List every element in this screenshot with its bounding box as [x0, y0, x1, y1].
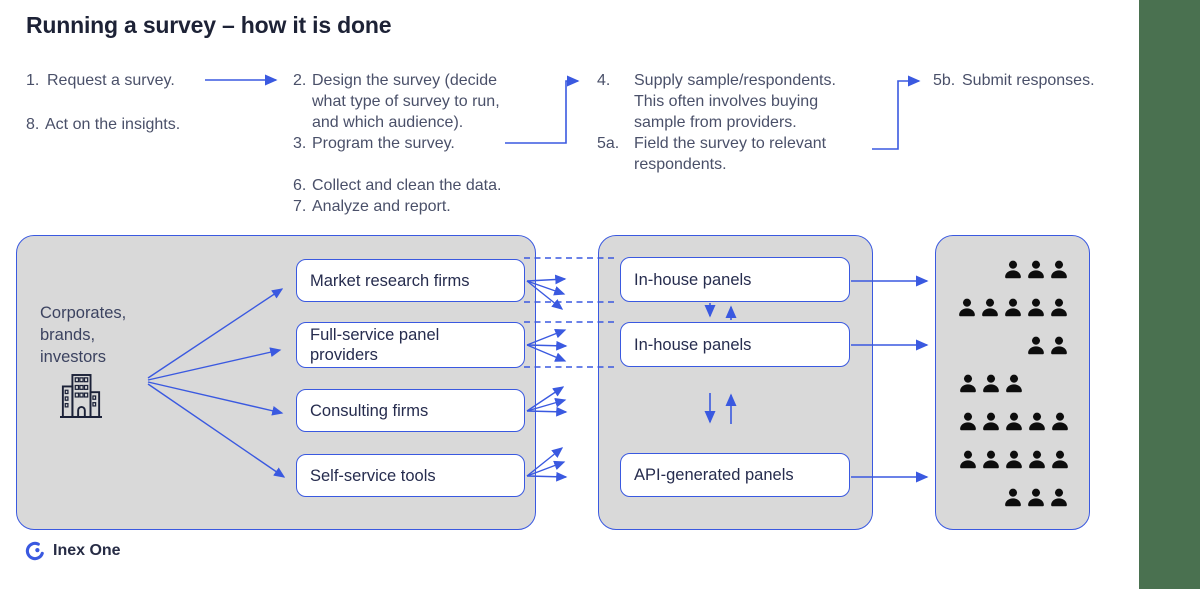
- respondent-row: [936, 335, 1089, 358]
- respondent-row: [936, 411, 1089, 434]
- respondent-row: [936, 449, 1089, 472]
- step-number: 4.: [597, 72, 611, 89]
- buyer-box-self-service-tools: Self-service tools: [296, 454, 525, 497]
- person-icon: [1026, 449, 1048, 471]
- person-icon: [1002, 259, 1024, 281]
- footer-logo: Inex One: [24, 540, 121, 562]
- buyer-box-consulting-firms: Consulting firms: [296, 389, 525, 432]
- step-number: 1.: [26, 72, 40, 89]
- person-icon: [1049, 411, 1071, 433]
- respondents-panel: [935, 235, 1090, 530]
- box-label: In-house panels: [634, 335, 752, 354]
- respondent-row: [936, 373, 1089, 396]
- supplier-box-api-generated-panels: API-generated panels: [620, 453, 850, 497]
- steps-column-1: 1. Request a survey. 8. Act on the insig…: [26, 70, 261, 135]
- steps-column-4: 5b. Submit responses.: [933, 70, 1143, 91]
- green-side-band: [1139, 0, 1200, 589]
- person-icon: [1025, 335, 1047, 357]
- person-icon: [980, 449, 1002, 471]
- box-label: In-house panels: [634, 270, 752, 289]
- person-icon: [1003, 411, 1025, 433]
- steps-column-3: 4. Supply sample/respondents. This often…: [597, 70, 862, 175]
- respondent-row: [936, 297, 1089, 320]
- box-label: API-generated panels: [634, 466, 794, 484]
- person-icon: [957, 373, 979, 395]
- person-icon: [1002, 487, 1024, 509]
- person-icon: [980, 373, 1002, 395]
- respondent-row: [936, 259, 1089, 282]
- step-text: Field the survey to relevant respondents…: [634, 135, 827, 173]
- person-icon: [1048, 487, 1070, 509]
- step-text: Submit responses.: [962, 72, 1095, 89]
- person-icon: [1003, 449, 1025, 471]
- steps-column-2: 2. Design the survey (decide what type o…: [293, 70, 512, 217]
- person-icon: [980, 411, 1002, 433]
- person-icon: [1048, 335, 1070, 357]
- step-text: Design the survey (decide what type of s…: [312, 72, 500, 131]
- person-icon: [957, 449, 979, 471]
- step-3: 3. Program the survey.: [293, 133, 512, 154]
- buyers-label: Corporates, brands, investors: [40, 304, 127, 366]
- person-icon: [1003, 373, 1025, 395]
- person-icon: [1002, 297, 1024, 319]
- step-number: 5b.: [933, 72, 956, 89]
- page-title: Running a survey – how it is done: [26, 12, 392, 38]
- step-number: 8.: [26, 116, 40, 133]
- step-number: 5a.: [597, 135, 620, 152]
- step-text: Act on the insights.: [45, 116, 181, 133]
- buyer-box-market-research-firms: Market research firms: [296, 259, 525, 302]
- step-text: Analyze and report.: [312, 198, 451, 215]
- step-text: Request a survey.: [47, 72, 175, 89]
- person-icon: [1049, 449, 1071, 471]
- step-text: Supply sample/respondents. This often in…: [634, 72, 836, 131]
- person-icon: [1026, 411, 1048, 433]
- person-icon: [956, 297, 978, 319]
- person-icon: [1025, 259, 1047, 281]
- step-5a: 5a. Field the survey to relevant respond…: [597, 133, 862, 175]
- step-7: 7. Analyze and report.: [293, 196, 512, 217]
- step-text: Collect and clean the data.: [312, 177, 502, 194]
- box-label: Full-service panel providers: [310, 326, 440, 364]
- person-icon: [1048, 259, 1070, 281]
- step-8: 8. Act on the insights.: [26, 114, 261, 135]
- step-1: 1. Request a survey.: [26, 70, 261, 91]
- step-number: 7.: [293, 198, 307, 215]
- brand-name: Inex One: [53, 542, 121, 559]
- step-4: 4. Supply sample/respondents. This often…: [597, 70, 862, 133]
- person-icon: [1025, 487, 1047, 509]
- person-icon: [1048, 297, 1070, 319]
- person-icon: [979, 297, 1001, 319]
- box-label: Consulting firms: [310, 401, 429, 420]
- person-icon: [957, 411, 979, 433]
- step-text: Program the survey.: [312, 135, 455, 152]
- buyer-box-full-service-panel-providers: Full-service panel providers: [296, 322, 525, 368]
- step-5b: 5b. Submit responses.: [933, 70, 1143, 91]
- respondent-row: [936, 487, 1089, 510]
- inex-one-logo-icon: [24, 540, 46, 562]
- supplier-box-in-house-panels-2: In-house panels: [620, 322, 850, 367]
- step-number: 2.: [293, 72, 307, 89]
- building-icon: [60, 371, 102, 426]
- box-label: Self-service tools: [310, 466, 436, 485]
- step-6: 6. Collect and clean the data.: [293, 175, 512, 196]
- step-number: 6.: [293, 177, 307, 194]
- person-icon: [1025, 297, 1047, 319]
- supplier-box-in-house-panels-1: In-house panels: [620, 257, 850, 302]
- box-label: Market research firms: [310, 271, 470, 290]
- step-2: 2. Design the survey (decide what type o…: [293, 70, 512, 133]
- step-number: 3.: [293, 135, 307, 152]
